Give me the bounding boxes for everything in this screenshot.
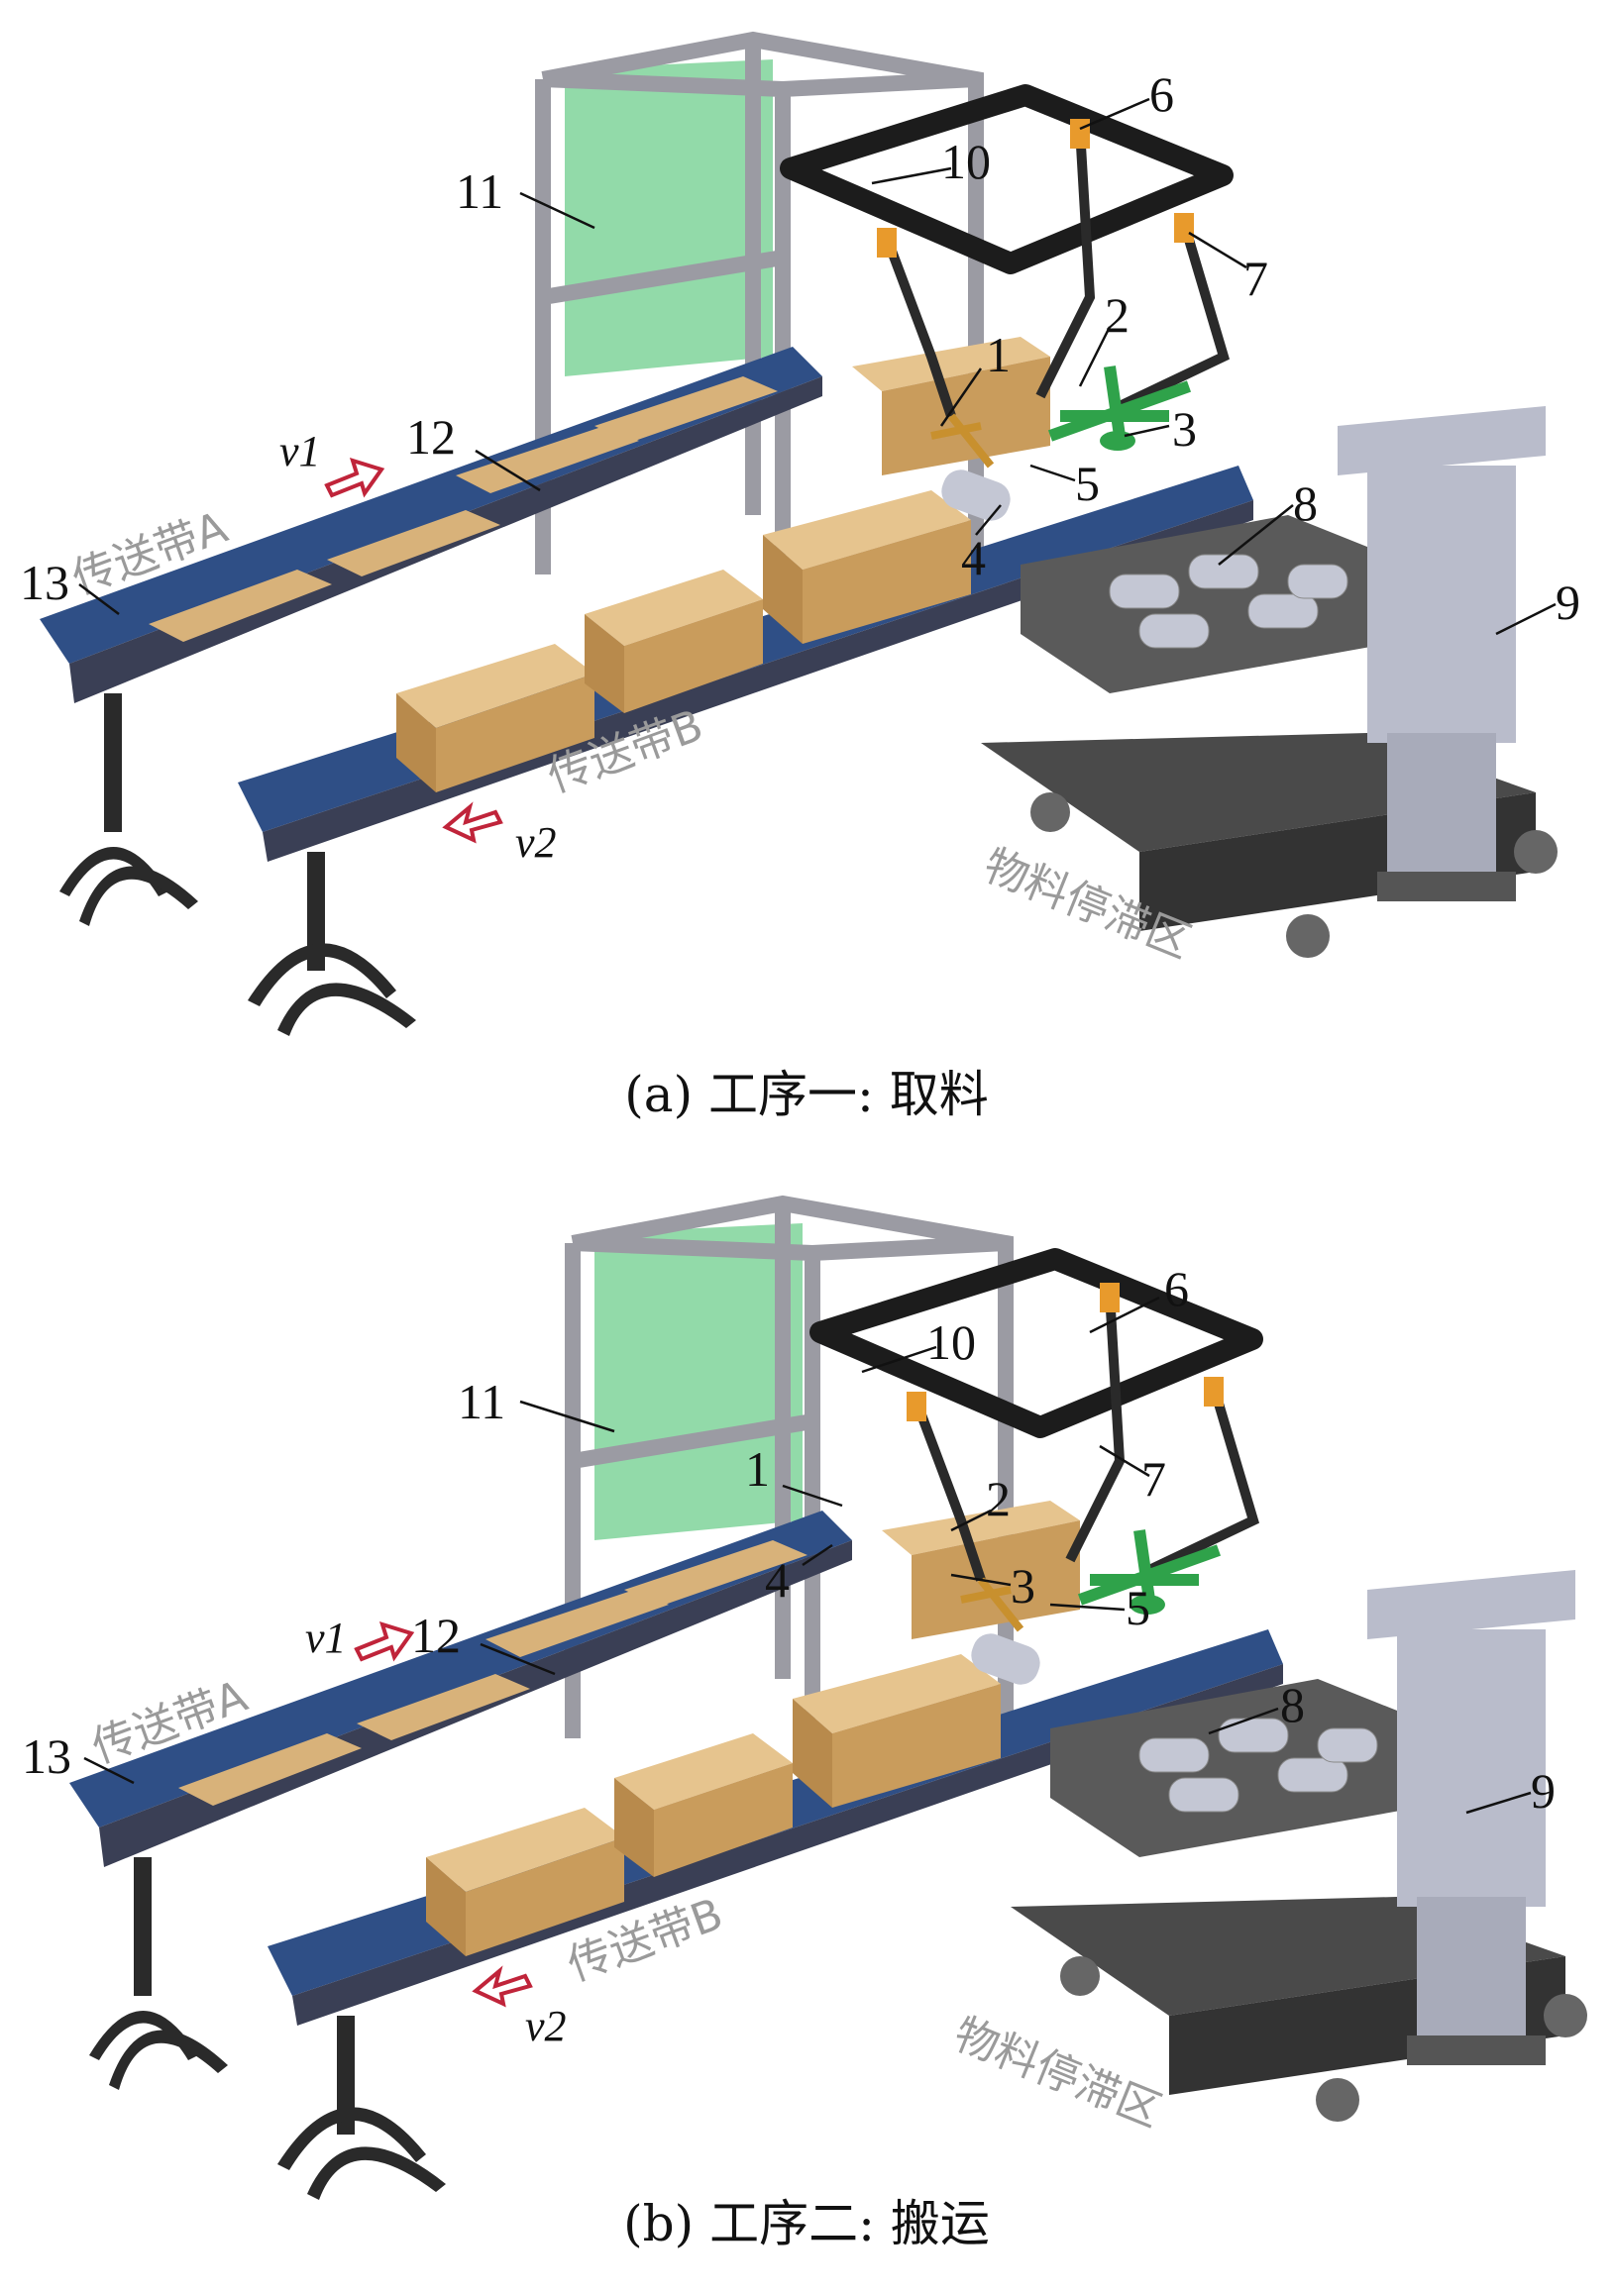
conveyor-b-side	[292, 1664, 1283, 2026]
suction-cup-3	[1130, 1595, 1165, 1615]
caption-b: (b) 工序二: 搬运	[623, 2195, 990, 2252]
label-v1: v1	[305, 1614, 347, 1662]
green-panel	[594, 1223, 803, 1540]
caption-a: (a) 工序一: 取料	[624, 1066, 988, 1123]
label-10: 10	[926, 1314, 976, 1370]
label-v2: v2	[515, 818, 557, 867]
label-7: 7	[1243, 251, 1268, 306]
conveyor-a-trays	[149, 376, 778, 642]
label-13: 13	[22, 1728, 71, 1784]
conveyor-a-stand	[89, 1857, 228, 2090]
v1-arrow	[354, 1620, 415, 1662]
label-2: 2	[986, 1471, 1011, 1526]
material-tube-4	[941, 470, 1011, 521]
label-1: 1	[986, 327, 1011, 382]
conveyor-a-trays	[178, 1540, 807, 1806]
lift-column-9	[1338, 406, 1546, 901]
label-1: 1	[745, 1441, 770, 1497]
robot-ring-6	[780, 84, 1234, 274]
label-13: 13	[20, 555, 69, 610]
label-10: 10	[941, 134, 991, 189]
robot-joints	[907, 1283, 1224, 1421]
robot-arms-7	[912, 1292, 1260, 1582]
label-3: 3	[1011, 1558, 1035, 1614]
label-11: 11	[456, 163, 503, 219]
gripper-1	[960, 1577, 1024, 1632]
label-5: 5	[1126, 1580, 1150, 1635]
label-3: 3	[1172, 401, 1197, 457]
label-8: 8	[1293, 475, 1318, 531]
picked-box	[882, 1501, 1080, 1639]
label-v1: v1	[279, 427, 321, 475]
cart	[1011, 1679, 1587, 2122]
label-6: 6	[1149, 66, 1174, 122]
panel-a	[40, 31, 1558, 1036]
label-12: 12	[406, 409, 456, 465]
conveyor-b-side	[263, 500, 1253, 862]
label-7: 7	[1141, 1451, 1166, 1507]
tray-8	[1050, 1679, 1417, 1857]
label-material-zone: 物料停滞区	[947, 2009, 1168, 2138]
boxes-on-conveyor-b	[426, 1654, 1001, 1956]
label-12: 12	[411, 1608, 461, 1663]
end-effector-2	[1047, 365, 1192, 442]
panel-b	[69, 1195, 1587, 2200]
label-5: 5	[1075, 456, 1100, 511]
label-4: 4	[961, 530, 986, 585]
label-9: 9	[1556, 574, 1580, 630]
picked-box	[852, 337, 1050, 475]
boxes-on-conveyor-b	[396, 490, 971, 792]
conveyor-b-stand	[248, 852, 416, 1036]
tray-8	[1021, 515, 1387, 693]
v1-arrow	[324, 457, 385, 498]
label-v2: v2	[525, 2002, 567, 2050]
end-effector-2	[1077, 1529, 1222, 1606]
label-11: 11	[458, 1374, 505, 1429]
robot-frame-11	[565, 1195, 1014, 1738]
conveyor-b-stand	[277, 2016, 446, 2200]
label-4: 4	[765, 1552, 790, 1608]
material-tubes-8	[1109, 554, 1348, 649]
material-tubes-8	[1138, 1718, 1378, 1813]
robot-frame-11	[535, 31, 984, 574]
v2-arrow	[472, 1965, 533, 2008]
gripper-1	[930, 413, 995, 469]
material-tube-4	[971, 1633, 1040, 1685]
label-2: 2	[1105, 287, 1130, 343]
robot-arms-7	[882, 128, 1231, 418]
label-8: 8	[1280, 1677, 1305, 1732]
conveyor-a-stand	[59, 693, 198, 926]
green-panel	[565, 59, 773, 376]
v2-arrow	[442, 801, 503, 844]
label-6: 6	[1164, 1261, 1189, 1316]
lift-column-9	[1367, 1570, 1575, 2065]
robot-ring-6	[809, 1248, 1263, 1438]
label-9: 9	[1531, 1763, 1556, 1819]
